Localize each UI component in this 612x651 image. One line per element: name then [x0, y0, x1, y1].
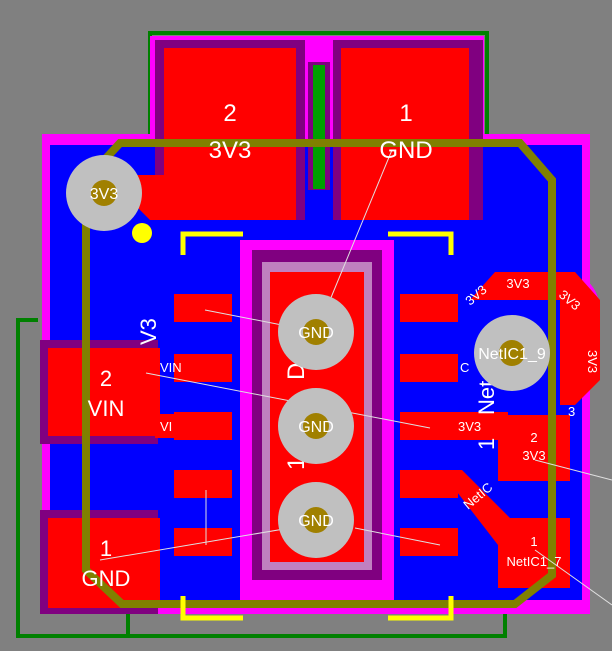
trace-label-right-mid: 3V3 — [458, 419, 481, 434]
left-pads — [40, 340, 230, 614]
silkscreen-corners — [180, 231, 454, 621]
pad-label-num-top-right: 1 — [399, 100, 412, 127]
trace-label-ic-c: C — [460, 360, 469, 375]
board-outline — [82, 139, 556, 608]
pad-label-net-right-netic: NetIC1_7 — [507, 554, 562, 569]
via-netic: NetIC1_9 — [474, 315, 550, 391]
trace-label-right-side-b: 3 — [568, 404, 575, 419]
trace-label-left-vin-a: VIN — [160, 360, 182, 375]
pad-label-num-right-3v3: 2 — [530, 430, 537, 445]
trace-label-right-side: 3V3 — [585, 350, 600, 373]
trace-label-right-top-a: 3V3 — [506, 276, 529, 291]
pad-label-num-right-netic: 1 — [530, 534, 537, 549]
pad-label-num-vin: 2 — [100, 366, 112, 391]
ic-pads-left — [174, 294, 232, 556]
trace-label-bottom-net: 1 — [474, 438, 499, 450]
via-label-gnd-bot: GND — [298, 513, 334, 530]
via-gnd-bot: GND — [278, 482, 354, 558]
pad-label-net-top-right: GND — [379, 137, 432, 164]
via-label-gnd-mid: GND — [298, 419, 334, 436]
pad-label-net-right-3v3: 3V3 — [522, 448, 545, 463]
via-label-gnd-top: GND — [298, 325, 334, 342]
pad-label-num-top-left: 2 — [223, 100, 236, 127]
pin1-marker — [132, 223, 152, 243]
via-3v3: 3V3 — [66, 155, 142, 231]
via-gnd-mid: GND — [278, 388, 354, 464]
top-connector-pads — [155, 40, 483, 220]
via-label-netic: NetIC1_9 — [478, 346, 546, 363]
trace-label-left-side: V3 — [136, 318, 161, 345]
pad-label-net-top-left: 3V3 — [209, 137, 252, 164]
trace-label-left-vin-b: VI — [160, 419, 172, 434]
right-traces — [440, 272, 600, 588]
pad-label-num-gnd-left: 1 — [100, 536, 112, 561]
via-label-3v3: 3V3 — [90, 186, 119, 203]
pad-label-net-vin: VIN — [88, 396, 125, 421]
pad-label-net-gnd-left: GND — [82, 566, 131, 591]
via-gnd-top: GND — [278, 294, 354, 370]
